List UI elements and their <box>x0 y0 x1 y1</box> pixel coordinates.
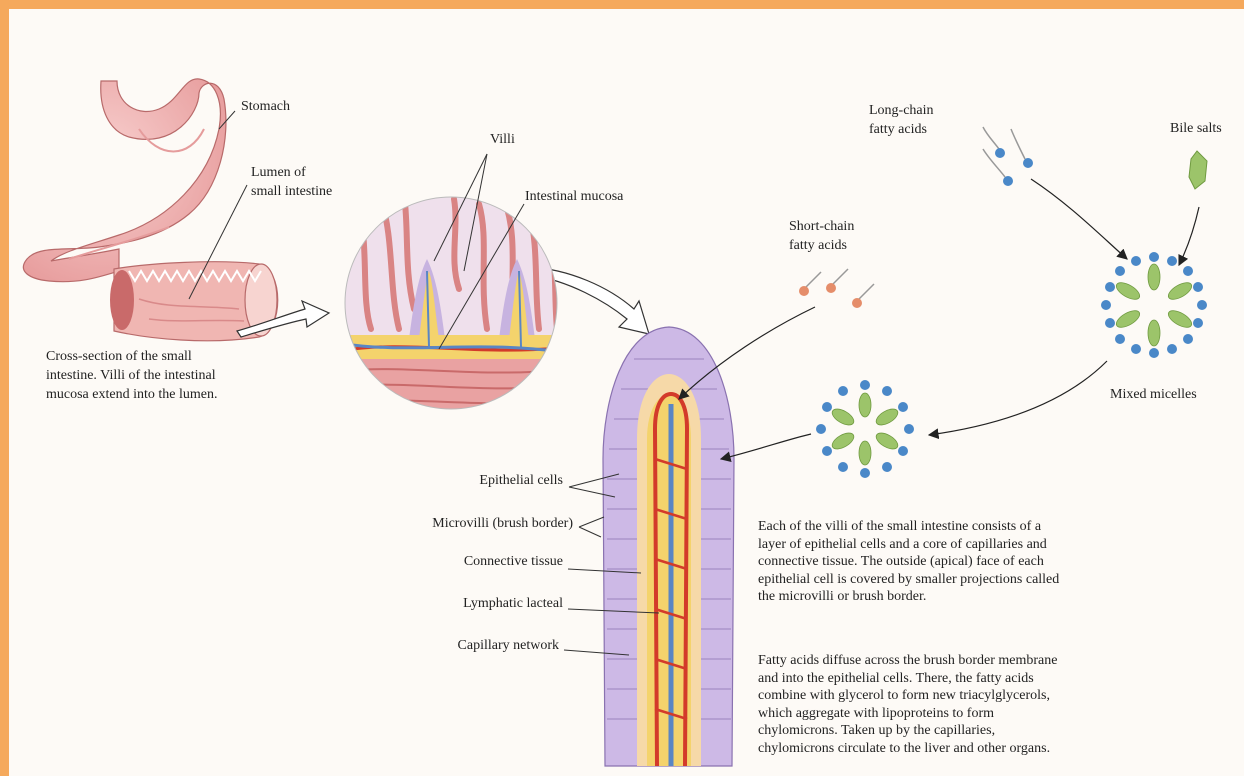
label-mixed-micelles: Mixed micelles <box>1110 385 1197 404</box>
label-bile-salts: Bile salts <box>1170 119 1222 138</box>
label-epithelial-cells: Epithelial cells <box>389 471 563 490</box>
para1-line2: layer of epithelial cells and a core of … <box>758 536 1228 554</box>
para1-line3: connective tissue. The outside (apical) … <box>758 553 1228 571</box>
para2-line6: chylomicrons circulate to the liver and … <box>758 740 1228 758</box>
label-long-chain-line1: Long-chain <box>869 101 934 120</box>
label-lymphatic-lacteal: Lymphatic lacteal <box>389 594 563 613</box>
para1-line5: the microvilli or brush border. <box>758 588 1228 606</box>
para1-line1: Each of the villi of the small intestine… <box>758 518 1228 536</box>
label-connective-tissue: Connective tissue <box>389 552 563 571</box>
para2-line2: and into the epithelial cells. There, th… <box>758 670 1228 688</box>
mixed-micelle-small <box>816 380 914 478</box>
bile-salt-molecule <box>1189 151 1207 189</box>
label-short-chain-line2: fatty acids <box>789 236 854 255</box>
label-short-chain-line1: Short-chain <box>789 217 854 236</box>
short-chain-fatty-acids <box>799 269 874 308</box>
long-chain-fatty-acids <box>983 127 1033 186</box>
para2-line3: combine with glycerol to form new triacy… <box>758 687 1228 705</box>
para2-line5: chylomicrons. Taken up by the capillarie… <box>758 722 1228 740</box>
label-long-chain-line2: fatty acids <box>869 120 934 139</box>
caption-line3: mucosa extend into the lumen. <box>46 385 217 404</box>
caption-line1: Cross-section of the small <box>46 347 217 366</box>
label-lumen-line2: small intestine <box>251 182 332 201</box>
caption-line2: intestine. Villi of the intestinal <box>46 366 217 385</box>
magnified-mucosa <box>339 189 569 419</box>
paragraph-villi-structure: Each of the villi of the small intestine… <box>758 518 1228 606</box>
label-long-chain: Long-chain fatty acids <box>869 101 934 139</box>
stomach-illustration <box>23 79 226 282</box>
para1-line4: epithelial cell is covered by smaller pr… <box>758 571 1228 589</box>
paragraph-fatty-acids: Fatty acids diffuse across the brush bor… <box>758 652 1228 757</box>
label-short-chain: Short-chain fatty acids <box>789 217 854 255</box>
label-lumen: Lumen of small intestine <box>251 163 332 201</box>
label-microvilli: Microvilli (brush border) <box>339 514 573 533</box>
villus-illustration <box>603 327 734 766</box>
caption-cross-section: Cross-section of the small intestine. Vi… <box>46 347 217 404</box>
label-capillary-network: Capillary network <box>389 636 559 655</box>
para2-line1: Fatty acids diffuse across the brush bor… <box>758 652 1228 670</box>
label-stomach: Stomach <box>241 97 290 116</box>
label-villi: Villi <box>490 130 515 149</box>
para2-line4: which aggregate with lipoproteins to for… <box>758 705 1228 723</box>
label-intestinal-mucosa: Intestinal mucosa <box>525 187 623 206</box>
label-lumen-line1: Lumen of <box>251 163 332 182</box>
figure-frame: Stomach Lumen of small intestine Villi I… <box>9 9 1244 776</box>
mixed-micelle-large <box>1101 252 1207 358</box>
